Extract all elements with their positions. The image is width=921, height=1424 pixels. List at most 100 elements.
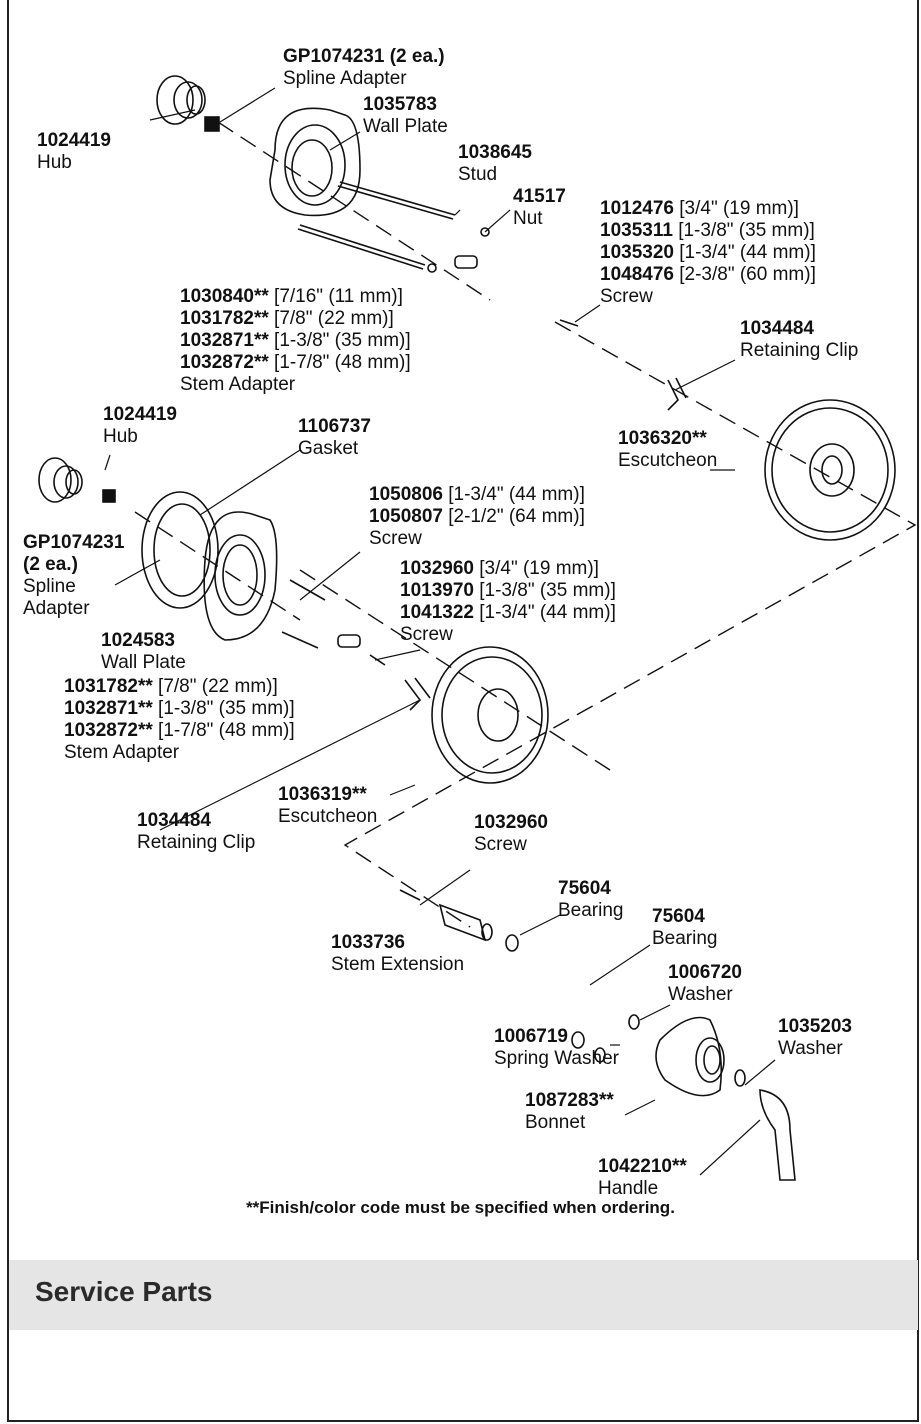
callout-line: 1013970 [1-3/8" (35 mm)]	[400, 580, 616, 602]
callout-line: 1106737	[298, 416, 371, 438]
callout-line: Retaining Clip	[137, 832, 255, 854]
part-description: Washer	[778, 1038, 843, 1059]
part-description: [1-3/8" (35 mm)]	[152, 698, 295, 719]
callout-line: 1032872** [1-7/8" (48 mm)]	[64, 720, 295, 742]
part-number: 41517	[513, 186, 566, 207]
part-number: 1050806	[369, 484, 443, 505]
part-description: [1-7/8" (48 mm)]	[152, 720, 295, 741]
part-description: Hub	[37, 152, 72, 173]
part-description: [7/8" (22 mm)]	[268, 308, 394, 329]
part-description: Wall Plate	[363, 116, 448, 137]
part-description: [2-3/8" (60 mm)]	[673, 264, 816, 285]
callout-line: 1035320 [1-3/4" (44 mm)]	[600, 242, 816, 264]
part-description: Retaining Clip	[137, 832, 256, 853]
part-number: 1032960	[474, 812, 548, 833]
part-description: [1-7/8" (48 mm)]	[268, 352, 411, 373]
part-number: 1050807	[369, 506, 443, 527]
part-number: 1035311	[600, 220, 673, 241]
callout-line: Stem Extension	[331, 954, 464, 976]
part-number: 1006719	[494, 1026, 568, 1047]
part-number: 1024419	[103, 404, 177, 425]
part-number: 75604	[652, 906, 705, 927]
part-number: 1035783	[363, 94, 437, 115]
part-number: 1032871**	[180, 330, 269, 351]
callout-line: GP1074231 (2 ea.)	[283, 46, 445, 68]
part-number: 1013970	[400, 580, 474, 601]
callout-line: 1030840** [7/16" (11 mm)]	[180, 286, 411, 308]
part-number: (2 ea.)	[23, 554, 78, 575]
callout-line: 1032871** [1-3/8" (35 mm)]	[64, 698, 295, 720]
part-description: Handle	[598, 1178, 659, 1199]
callout-line: 1024419	[103, 404, 177, 426]
exploded-parts-diagram	[38, 75, 917, 1181]
callout-line: 1032960	[474, 812, 548, 834]
part-callout: 1031782** [7/8" (22 mm)]1032871** [1-3/8…	[64, 676, 295, 764]
part-description: [3/4" (19 mm)]	[473, 558, 599, 579]
callout-line: Screw	[400, 624, 616, 646]
callout-line: 41517	[513, 186, 566, 208]
part-number: 1006720	[668, 962, 742, 983]
part-description: Adapter	[23, 598, 90, 619]
part-description: Stud	[458, 164, 498, 185]
callout-line: Washer	[668, 984, 742, 1006]
callout-line: Spline Adapter	[283, 68, 445, 90]
part-number: 1032871**	[64, 698, 153, 719]
part-description: Nut	[513, 208, 543, 229]
part-number: 1106737	[298, 416, 371, 437]
part-description: Stem Adapter	[180, 374, 296, 395]
callout-line: 1031782** [7/8" (22 mm)]	[180, 308, 411, 330]
callout-line: 1087283**	[525, 1090, 614, 1112]
callout-line: Hub	[103, 426, 177, 448]
callout-line: Screw	[369, 528, 585, 550]
finish-footnote: **Finish/color code must be specified wh…	[246, 1198, 675, 1217]
part-description: Escutcheon	[618, 450, 718, 471]
part-description: Escutcheon	[278, 806, 378, 827]
callout-line: 1024419	[37, 130, 111, 152]
part-callout: 1042210**Handle	[598, 1156, 687, 1200]
part-description: Stem Adapter	[64, 742, 180, 763]
part-number: 1032872**	[64, 720, 153, 741]
section-title: Service Parts	[35, 1276, 213, 1307]
callout-line: 1032872** [1-7/8" (48 mm)]	[180, 352, 411, 374]
part-description: Stem Extension	[331, 954, 465, 975]
callout-line: 75604	[558, 878, 624, 900]
callout-line: Gasket	[298, 438, 371, 460]
callout-line: 1033736	[331, 932, 464, 954]
part-callout: 1012476 [3/4" (19 mm)]1035311 [1-3/8" (3…	[600, 198, 816, 308]
callout-line: 1035203	[778, 1016, 852, 1038]
callout-line: Bearing	[652, 928, 718, 950]
callout-line: 1034484	[740, 318, 858, 340]
callout-line: Handle	[598, 1178, 687, 1200]
callout-line: Escutcheon	[278, 806, 377, 828]
part-description: [1-3/8" (35 mm)]	[268, 330, 411, 351]
diagram-frame	[7, 0, 919, 1422]
part-description: [1-3/4" (44 mm)]	[442, 484, 585, 505]
part-number: 1036319**	[278, 784, 367, 805]
part-description: [1-3/8" (35 mm)]	[473, 580, 616, 601]
callout-line: Bonnet	[525, 1112, 614, 1134]
part-description: [3/4" (19 mm)]	[673, 198, 799, 219]
callout-line: 1006719	[494, 1026, 619, 1048]
part-description: Wall Plate	[101, 652, 186, 673]
part-callout: 1036319**Escutcheon	[278, 784, 377, 828]
part-description: Gasket	[298, 438, 359, 459]
part-description: [1-3/4" (44 mm)]	[473, 602, 616, 623]
callout-line: Retaining Clip	[740, 340, 858, 362]
callout-line: Nut	[513, 208, 566, 230]
part-description: Hub	[103, 426, 138, 447]
part-callout: 1050806 [1-3/4" (44 mm)]1050807 [2-1/2" …	[369, 484, 585, 550]
part-number: 1032872**	[180, 352, 269, 373]
part-number: 1031782**	[180, 308, 269, 329]
